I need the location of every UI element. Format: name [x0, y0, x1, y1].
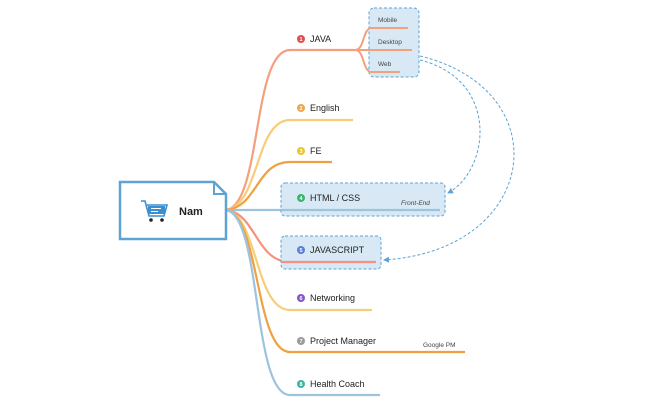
branch-label-health-coach: Health Coach — [310, 379, 365, 389]
shopping-cart-icon — [141, 200, 169, 222]
badge-3-number: 3 — [299, 149, 302, 155]
branch-label-html-css: HTML / CSS — [310, 193, 360, 203]
branch-javascript[interactable]: 5 JAVASCRIPT — [297, 245, 365, 255]
branch-label-javascript: JAVASCRIPT — [310, 245, 365, 255]
badge-4-number: 4 — [299, 196, 303, 202]
badge-2 — [297, 104, 305, 112]
badge-6-number: 6 — [299, 296, 302, 302]
badge-8-number: 8 — [299, 382, 302, 388]
javascript-box[interactable] — [280, 235, 382, 270]
branch-networking[interactable]: 6 Networking — [297, 293, 355, 303]
badge-5 — [297, 246, 305, 254]
java-child-mobile[interactable]: Mobile — [378, 17, 398, 24]
line-fe — [225, 160, 332, 212]
branch-label-english: English — [310, 103, 340, 113]
branch-fe[interactable]: 3 FE — [297, 146, 322, 156]
badge-6 — [297, 294, 305, 302]
branch-project-manager[interactable]: 7 Project Manager Google PM — [297, 336, 456, 349]
branch-english[interactable]: 2 English — [297, 103, 340, 113]
html-css-box[interactable] — [280, 182, 446, 217]
note-front-end: Front-End — [401, 200, 430, 207]
branch-label-java: JAVA — [310, 34, 331, 44]
relation-arrow-java-to-js — [383, 55, 515, 263]
badge-4 — [297, 194, 305, 202]
note-google-pm: Google PM — [423, 342, 456, 349]
badge-8 — [297, 380, 305, 388]
badge-3 — [297, 147, 305, 155]
java-child-desktop[interactable]: Desktop — [378, 39, 402, 46]
branch-html-css[interactable]: 4 HTML / CSS Front-End — [297, 193, 430, 207]
java-child-web[interactable]: Web — [378, 61, 392, 68]
badge-5-number: 5 — [299, 248, 302, 254]
badge-1 — [297, 35, 305, 43]
branch-java[interactable]: 1 JAVA — [297, 34, 331, 44]
line-java — [225, 48, 355, 212]
relation-arrow-java-to-html — [419, 59, 481, 194]
badge-2-number: 2 — [299, 106, 302, 112]
branch-label-project-manager: Project Manager — [310, 336, 376, 346]
badge-1-number: 1 — [299, 37, 302, 43]
line-english — [225, 118, 353, 212]
root-title: Nam — [179, 206, 203, 218]
java-subtopics-box — [368, 7, 420, 78]
badge-7 — [297, 337, 305, 345]
root-node[interactable]: Nam — [118, 180, 228, 241]
branch-label-fe: FE — [310, 146, 322, 156]
line-health — [225, 208, 380, 397]
branch-health-coach[interactable]: 8 Health Coach — [297, 379, 365, 389]
badge-7-number: 7 — [299, 339, 302, 345]
branch-lines — [225, 27, 465, 397]
branch-label-networking: Networking — [310, 293, 355, 303]
